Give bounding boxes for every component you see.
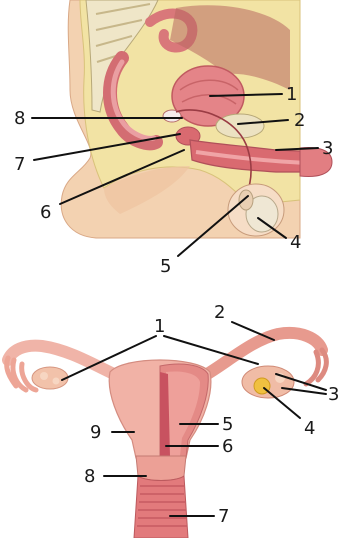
male-label-3: 3 [322,138,333,159]
fimbriae-left [7,358,36,390]
ovary-left-follicle-a [40,372,48,380]
ovary-left [32,367,68,389]
male-label-6: 6 [40,202,51,223]
female-label-9: 9 [90,422,101,443]
female-label-4: 4 [304,418,315,439]
female-frontal-diagram: 1 2 3 4 5 6 7 8 9 [7,302,340,538]
epididymis [239,190,253,210]
male-label-1: 1 [286,84,297,105]
female-label-3: 3 [328,384,339,405]
female-label-6: 6 [222,436,233,457]
female-label-7: 7 [218,506,229,527]
ovary-left-follicle-b [53,378,60,385]
female-label-5: 5 [222,414,233,435]
female-label-2: 2 [214,302,225,323]
male-label-2: 2 [294,110,305,131]
female-label-1: 1 [154,316,165,337]
male-label-7: 7 [14,154,25,175]
fimbriae-right [306,350,326,384]
female-label-8: 8 [84,466,95,487]
male-sagittal-diagram: 1 2 3 4 5 6 7 8 [14,0,333,277]
male-label-4: 4 [290,232,301,253]
male-label-8: 8 [14,108,25,129]
male-label-5: 5 [160,256,171,277]
